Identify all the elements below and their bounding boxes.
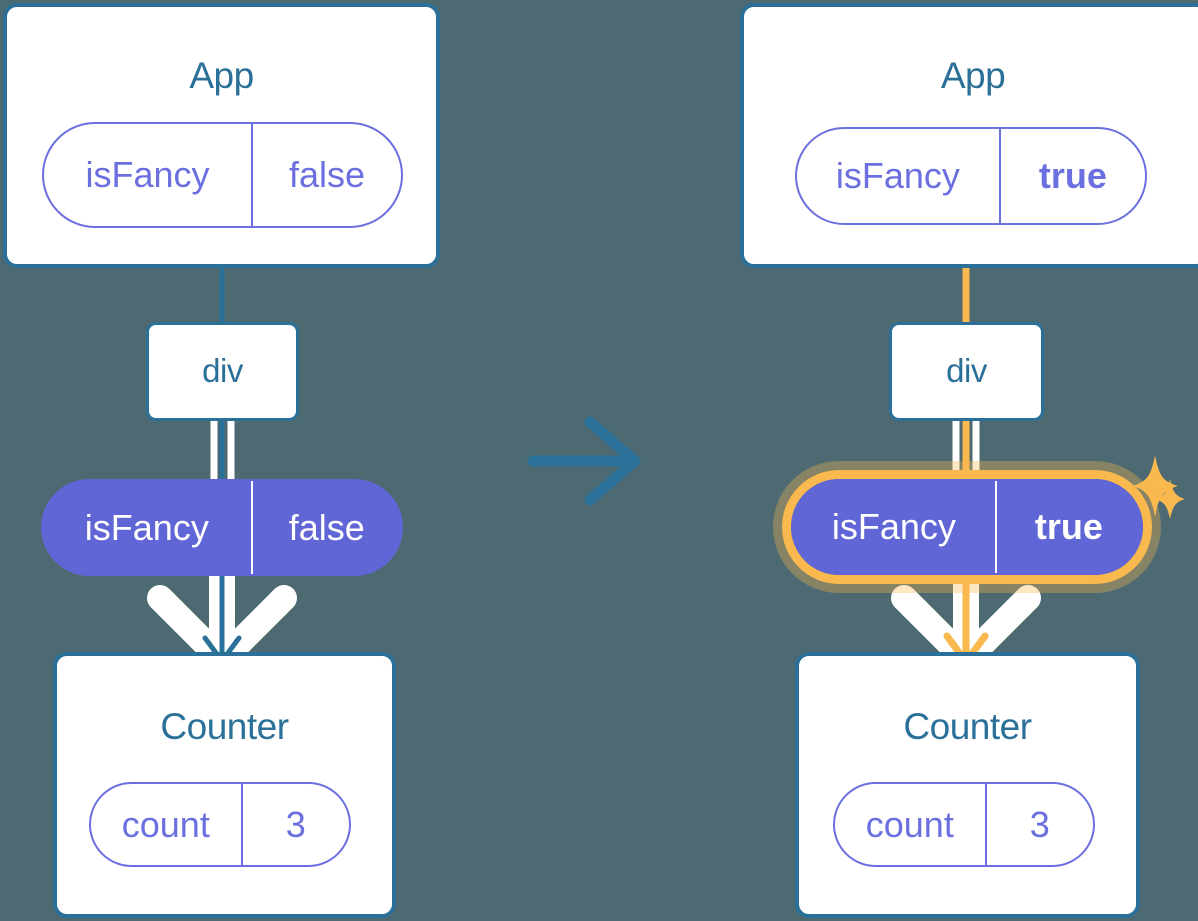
counter-state-value-after: 3	[984, 784, 1093, 865]
counter-title-before: Counter	[160, 706, 289, 747]
counter-state-value-before: 3	[240, 784, 349, 865]
counter-state-pill-after[interactable]: count 3	[833, 782, 1095, 867]
app-state-value-before: false	[251, 124, 401, 226]
counter-state-pill-before[interactable]: count 3	[89, 782, 351, 867]
app-state-pill-before[interactable]: isFancy false	[42, 122, 403, 228]
props-highlight-ring-after	[782, 470, 1152, 584]
counter-state-key-after: count	[865, 803, 954, 845]
props-value-before: false	[250, 481, 401, 574]
app-state-value-after: true	[998, 129, 1145, 223]
props-pill-after[interactable]: isFancy true	[791, 479, 1143, 575]
counter-state-key-before: count	[121, 803, 210, 845]
app-title-before: App	[189, 55, 254, 96]
div-element-box-before: div	[146, 322, 299, 421]
arrow-right-icon	[527, 416, 641, 506]
app-state-key-before: isFancy	[85, 154, 210, 195]
props-key-before: isFancy	[84, 506, 209, 548]
app-title-after: App	[940, 55, 1006, 96]
props-key-after: isFancy	[831, 506, 956, 547]
app-state-key-after: isFancy	[835, 155, 960, 196]
div-title-before: div	[202, 351, 243, 389]
div-element-box-after: div	[889, 322, 1044, 421]
sparkle-large-icon-props	[1132, 455, 1178, 517]
props-pill-before[interactable]: isFancy false	[41, 479, 403, 576]
div-title-after: div	[946, 351, 987, 389]
counter-title-after: Counter	[903, 706, 1032, 747]
sparkle-small-icon-props	[1155, 479, 1185, 519]
app-state-pill-after[interactable]: isFancy true	[795, 127, 1147, 225]
props-value-after: true	[994, 481, 1141, 573]
